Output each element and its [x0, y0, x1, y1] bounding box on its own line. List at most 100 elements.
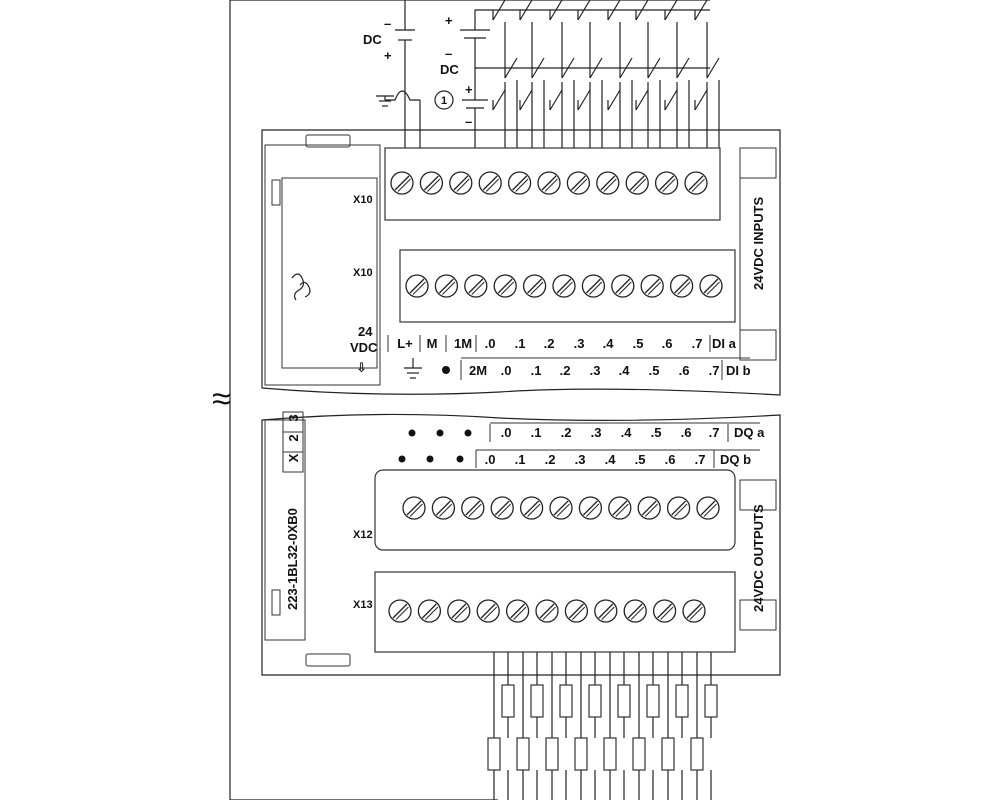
output-b-label-4: .4: [605, 452, 617, 467]
input-b-label-5: .4: [619, 363, 631, 378]
output-screw-lower-4: [505, 599, 530, 623]
output-loads: [487, 652, 718, 800]
input-screw-upper-9: [654, 171, 679, 195]
input-a-label-7: .4: [603, 336, 615, 351]
output-screw-lower-1: [417, 599, 442, 623]
connector-x10-lower: X10: [353, 267, 373, 279]
dc-supply-inputs-a: + – DC: [440, 9, 710, 77]
output-a-label-2: .2: [561, 425, 572, 440]
output-b-label-2: .2: [545, 452, 556, 467]
output-screw-upper-1: [431, 496, 456, 520]
input-screw-lower-8: [640, 274, 664, 298]
output-screws-upper: [402, 496, 720, 520]
dc-supply-a-label: DC: [440, 62, 459, 77]
output-a-label-4: .4: [621, 425, 633, 440]
load-resistor-upper-2: [559, 684, 573, 718]
load-resistor-upper-1: [530, 684, 544, 718]
output-screw-lower-5: [535, 599, 559, 623]
power-label-vdc: VDC: [350, 340, 378, 355]
output-screw-upper-3: [490, 496, 514, 520]
ground-symbol-terminal: [404, 358, 422, 379]
dc-supply-top-plus: +: [384, 48, 392, 63]
output-b-dot-0: [398, 455, 406, 463]
load-resistor-upper-0: [501, 684, 515, 718]
input-screw-lower-6: [581, 274, 606, 298]
input-screw-upper-5: [537, 171, 561, 195]
output-screw-lower-10: [682, 599, 706, 623]
output-a-label-5: .5: [651, 425, 662, 440]
brand-logo-icon: [291, 273, 311, 301]
output-screw-lower-7: [594, 599, 618, 623]
output-a-label-1: .1: [531, 425, 542, 440]
dc-supply-top-minus: –: [384, 16, 391, 31]
dc-supply-top: DC – +: [363, 0, 415, 148]
input-screw-lower-1: [434, 274, 459, 298]
dc-supply-a-minus: –: [445, 46, 452, 61]
input-row-b: 2M.0.1.2.3.4.5.6.7: [460, 357, 750, 380]
load-resistor-upper-5: [646, 684, 660, 718]
output-row-a: .0.1.2.3.4.5.6.7: [408, 422, 760, 442]
load-resistor-upper-7: [704, 684, 718, 718]
output-a-label-7: .7: [709, 425, 720, 440]
load-resistor-lower-5: [632, 737, 646, 771]
input-screws-lower: [405, 274, 723, 298]
input-b-label-6: .5: [649, 363, 660, 378]
input-a-label-10: .7: [692, 336, 703, 351]
output-screw-upper-7: [608, 496, 632, 520]
version-cells: X 2 3: [282, 411, 304, 473]
input-screw-lower-5: [552, 274, 576, 298]
output-b-label-6: .6: [665, 452, 676, 467]
input-a-label-2: 1M: [454, 336, 472, 351]
input-screw-lower-9: [669, 274, 694, 298]
output-a-label-6: .6: [681, 425, 692, 440]
output-screw-upper-0: [402, 496, 426, 520]
output-b-label-7: .7: [695, 452, 706, 467]
input-row-a-tag: DI a: [712, 336, 737, 351]
output-b-dot-1: [426, 455, 434, 463]
output-screw-lower-8: [623, 599, 647, 623]
load-resistor-lower-6: [661, 737, 675, 771]
version-cell-1: 2: [286, 434, 301, 441]
output-b-label-5: .5: [635, 452, 646, 467]
power-arrow-icon: ⇩: [356, 360, 367, 375]
version-cell-box-2: [282, 411, 304, 433]
version-cell-2: 3: [286, 414, 301, 421]
output-screw-lower-3: [476, 599, 500, 623]
output-screw-upper-4: [519, 496, 544, 520]
input-screw-upper-1: [419, 171, 444, 195]
callout-circle: [434, 90, 454, 110]
input-b-label-0: 2M: [469, 363, 487, 378]
output-screw-upper-5: [549, 496, 573, 520]
load-resistor-lower-3: [574, 737, 588, 771]
input-screw-upper-10: [684, 171, 708, 195]
dc-supply-inputs-b: + –: [462, 67, 710, 148]
input-screw-lower-3: [493, 274, 517, 298]
input-screw-lower-0: [405, 274, 429, 298]
output-screw-lower-9: [652, 599, 677, 623]
output-b-label-0: .0: [485, 452, 496, 467]
input-a-label-5: .2: [544, 336, 555, 351]
dc-supply-a-plus: +: [445, 13, 453, 28]
output-row-b: .0.1.2.3.4.5.6.7: [398, 449, 760, 468]
version-cell-0: X: [286, 453, 301, 462]
output-screw-lower-2: [447, 599, 471, 623]
callout-number: 1: [441, 95, 447, 107]
input-b-label-4: .3: [590, 363, 601, 378]
input-b-label-1: .0: [501, 363, 512, 378]
output-screw-upper-10: [696, 496, 720, 520]
connector-x13: X13: [353, 599, 373, 611]
input-a-label-0: L+: [397, 336, 413, 351]
dc-supply-b-minus: –: [465, 114, 472, 129]
dc-supply-b-plus: +: [465, 82, 473, 97]
output-screw-upper-2: [461, 496, 485, 520]
part-number: 223-1BL32-0XB0: [285, 508, 300, 610]
input-switches: [492, 0, 720, 148]
output-a-dot-0: [408, 429, 416, 437]
output-screw-upper-8: [637, 496, 661, 520]
input-b-label-2: .1: [531, 363, 542, 378]
output-b-label-1: .1: [515, 452, 526, 467]
dc-supply-top-label: DC: [363, 32, 382, 47]
load-resistor-lower-2: [545, 737, 559, 771]
